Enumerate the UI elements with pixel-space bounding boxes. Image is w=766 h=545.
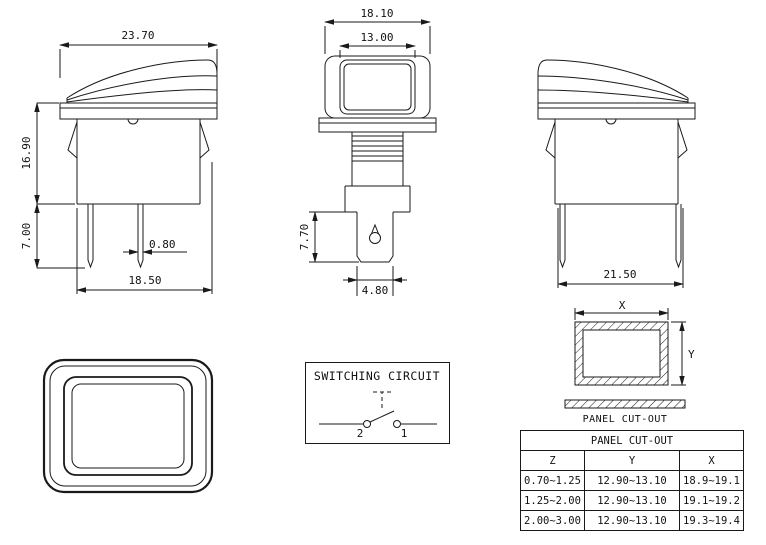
table-row: 0.70~1.25 12.90~13.10 18.9~19.1 <box>520 470 744 491</box>
front-drawing: 18.10 13.00 <box>298 7 437 297</box>
bezel-front <box>318 117 437 133</box>
cell-y: 12.90~13.10 <box>584 490 680 511</box>
table-header-row: Z Y X <box>520 450 744 471</box>
table-row: 2.00~3.00 12.90~13.10 19.3~19.4 <box>520 510 744 531</box>
dim-label-23-70: 23.70 <box>121 29 154 42</box>
dim-pin-span: 21.50 <box>557 208 684 288</box>
rocker-actuator-profile <box>537 59 689 103</box>
rocker-top-outline <box>42 358 214 494</box>
circuit-symbol <box>319 391 437 428</box>
dim-label-18-10: 18.10 <box>360 8 393 20</box>
bezel-flange <box>59 102 218 120</box>
view-switching-circuit: SWITCHING CIRCUIT 2 1 <box>305 362 450 448</box>
circuit-drawing: SWITCHING CIRCUIT 2 1 <box>305 362 450 444</box>
panel-section-strip <box>564 399 686 409</box>
dim-x: X <box>574 299 669 320</box>
dim-overall-width: 23.70 <box>59 29 218 78</box>
view-side-left: 23.70 16.90 7.00 0.80 <box>15 22 245 314</box>
terminal-pins <box>87 204 144 269</box>
rocker-actuator-profile <box>66 59 218 103</box>
terminal-pins <box>559 204 682 269</box>
panel-cutout-drawing: X Y PANEL CUT-OUT <box>564 299 695 425</box>
x-dim-label: X <box>619 300 626 312</box>
cell-x: 18.9~19.1 <box>679 470 744 491</box>
dim-label-21-50: 21.50 <box>603 268 636 281</box>
terminal-2-label: 2 <box>357 427 364 440</box>
dim-terminal-width: 4.80 <box>343 266 407 297</box>
dim-pin-span: 18.50 <box>76 162 213 294</box>
housing-body <box>545 118 688 205</box>
view-side-right: 21.50 <box>528 22 728 314</box>
view-panel-cutout: X Y PANEL CUT-OUT <box>552 299 727 432</box>
cell-x: 19.3~19.4 <box>679 510 744 531</box>
dim-label-13-00: 13.00 <box>360 31 393 44</box>
dim-bezel-width: 18.10 <box>324 7 431 54</box>
body-front <box>344 132 411 213</box>
terminal-tab <box>356 212 394 263</box>
housing-body <box>67 118 210 205</box>
side-right-drawing: 21.50 <box>537 59 696 288</box>
cell-z: 1.25~2.00 <box>520 490 585 511</box>
dim-pin-length: 7.00 <box>20 203 85 269</box>
cell-x: 19.1~19.2 <box>679 490 744 511</box>
cell-z: 2.00~3.00 <box>520 510 585 531</box>
dim-label-4-80: 4.80 <box>362 284 389 297</box>
cell-y: 12.90~13.10 <box>584 470 680 491</box>
view-top <box>38 352 223 506</box>
col-header-z: Z <box>520 450 585 471</box>
dim-body-height: 16.90 <box>20 102 75 205</box>
terminal-1-label: 1 <box>401 427 408 440</box>
dim-pin-thickness: 0.80 <box>123 238 187 255</box>
col-header-y: Y <box>584 450 680 471</box>
dim-y: Y <box>671 321 695 386</box>
table-title-cell: PANEL CUT-OUT <box>520 430 744 451</box>
panel-cutout-table: PANEL CUT-OUT Z Y X 0.70~1.25 12.90~13.1… <box>520 430 744 531</box>
cell-y: 12.90~13.10 <box>584 510 680 531</box>
y-dim-label: Y <box>688 348 695 361</box>
table-row: 1.25~2.00 12.90~13.10 19.1~19.2 <box>520 490 744 511</box>
view-front: 18.10 13.00 <box>295 7 460 307</box>
table-title-row: PANEL CUT-OUT <box>520 430 744 451</box>
rocker-front <box>324 55 431 119</box>
dim-label-16-90: 16.90 <box>20 136 33 169</box>
circuit-title: SWITCHING CIRCUIT <box>314 369 440 383</box>
circuit-box-border <box>305 362 450 444</box>
dim-rocker-width: 13.00 <box>339 31 416 58</box>
side-left-drawing: 23.70 16.90 7.00 0.80 <box>20 29 218 294</box>
panel-cutout-caption: PANEL CUT-OUT <box>583 414 668 425</box>
dim-terminal-length: 7.70 <box>298 211 359 263</box>
dim-label-18-50: 18.50 <box>128 274 161 287</box>
top-view-drawing <box>42 358 214 494</box>
dim-label-0-80: 0.80 <box>149 238 176 251</box>
dim-label-7-00: 7.00 <box>20 223 33 250</box>
col-header-x: X <box>679 450 744 471</box>
bezel-flange <box>537 102 696 120</box>
dim-label-7-70: 7.70 <box>298 224 311 251</box>
cell-z: 0.70~1.25 <box>520 470 585 491</box>
cutout-frame <box>574 321 669 386</box>
